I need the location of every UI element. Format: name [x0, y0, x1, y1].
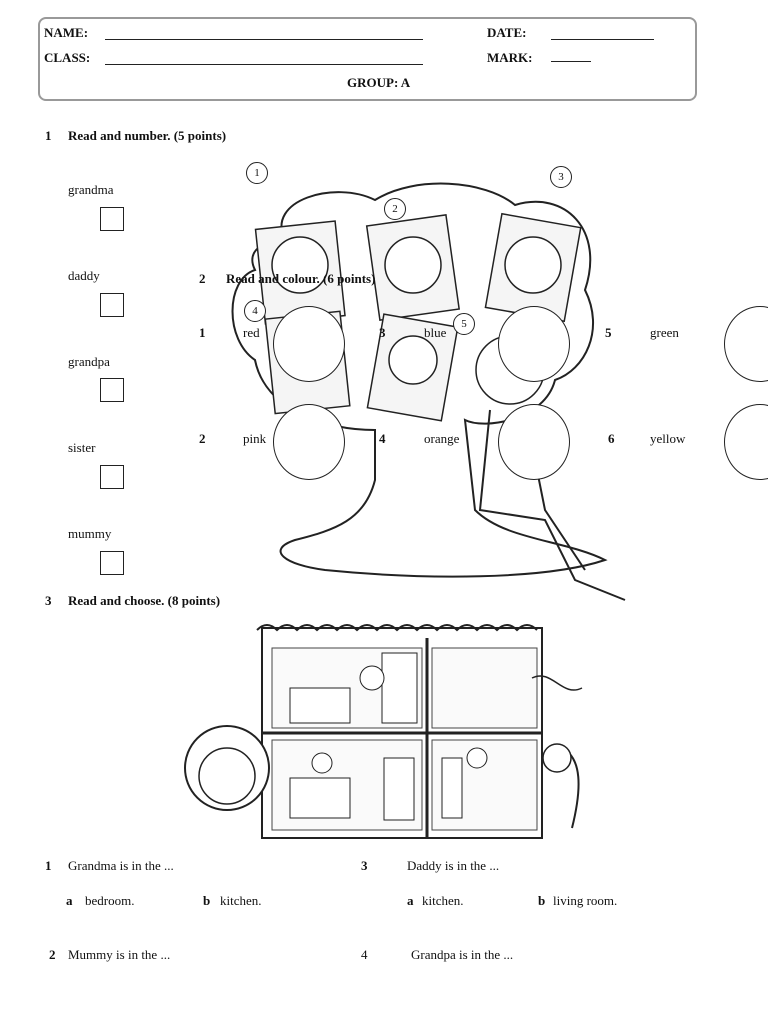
date-label: DATE: [487, 25, 527, 40]
mark-field[interactable] [551, 61, 591, 62]
answer-box-daddy[interactable] [100, 293, 124, 317]
answer-box-grandpa[interactable] [100, 378, 124, 402]
picture-number-1: 1 [246, 162, 268, 184]
date-field[interactable] [551, 39, 654, 40]
section2-number: 2 [199, 271, 206, 286]
section1-title: Read and number. (5 points) [68, 128, 227, 143]
word-grandpa: grandpa [68, 354, 110, 369]
section2-title: Read and colour. (6 points) [226, 271, 376, 286]
answer-box-mummy[interactable] [100, 551, 124, 575]
section3-number: 3 [45, 593, 52, 608]
picture-number-3: 3 [550, 166, 572, 188]
student-info-box [38, 17, 697, 101]
question-number-4: 4 [361, 947, 368, 962]
group-label: GROUP: A [347, 75, 411, 90]
colour-circle-blue[interactable] [498, 306, 570, 382]
question-number-2: 2 [49, 947, 56, 962]
colour-circle-pink[interactable] [273, 404, 345, 480]
name-field[interactable] [105, 39, 423, 40]
class-field[interactable] [105, 64, 423, 65]
colour-item-number-4: 4 [379, 431, 386, 446]
option-a-label-1: a [66, 893, 73, 908]
colour-circle-orange[interactable] [498, 404, 570, 480]
word-sister: sister [68, 440, 96, 455]
option-b-label-1: b [203, 893, 211, 908]
answer-box-sister[interactable] [100, 465, 124, 489]
question-text-4: Grandpa is in the ... [411, 947, 514, 962]
question-number-1: 1 [45, 858, 52, 873]
colour-word-green: green [650, 325, 679, 340]
colour-word-yellow: yellow [650, 431, 686, 446]
colour-circle-red[interactable] [273, 306, 345, 382]
question-number-3: 3 [361, 858, 368, 873]
word-grandma: grandma [68, 182, 114, 197]
word-mummy: mummy [68, 526, 112, 541]
colour-word-blue: blue [424, 325, 447, 340]
colour-word-red: red [243, 325, 260, 340]
colour-circle-yellow[interactable] [724, 404, 768, 480]
section1-number: 1 [45, 128, 52, 143]
question-text-1: Grandma is in the ... [68, 858, 174, 873]
option-a-1[interactable]: bedroom. [85, 893, 135, 908]
family-tree-illustration [231, 182, 626, 601]
word-daddy: daddy [68, 268, 100, 283]
colour-item-number-2: 2 [199, 431, 206, 446]
class-label: CLASS: [44, 50, 91, 65]
question-text-3: Daddy is in the ... [407, 858, 500, 873]
house-illustration [184, 624, 583, 839]
colour-item-number-6: 6 [608, 431, 615, 446]
name-label: NAME: [44, 25, 89, 40]
picture-number-4: 4 [244, 300, 266, 322]
colour-item-number-5: 5 [605, 325, 612, 340]
picture-number-5: 5 [453, 313, 475, 335]
colour-word-orange: orange [424, 431, 460, 446]
option-b-1[interactable]: kitchen. [220, 893, 262, 908]
option-a-label-3: a [407, 893, 414, 908]
mark-label: MARK: [487, 50, 533, 65]
option-b-label-3: b [538, 893, 546, 908]
picture-number-2: 2 [384, 198, 406, 220]
question-text-2: Mummy is in the ... [68, 947, 171, 962]
colour-item-number-3: 3 [379, 325, 386, 340]
colour-circle-green[interactable] [724, 306, 768, 382]
section3-title: Read and choose. (8 points) [68, 593, 221, 608]
colour-word-pink: pink [243, 431, 267, 446]
colour-item-number-1: 1 [199, 325, 206, 340]
answer-box-grandma[interactable] [100, 207, 124, 231]
option-a-3[interactable]: kitchen. [422, 893, 464, 908]
option-b-3[interactable]: living room. [553, 893, 618, 908]
